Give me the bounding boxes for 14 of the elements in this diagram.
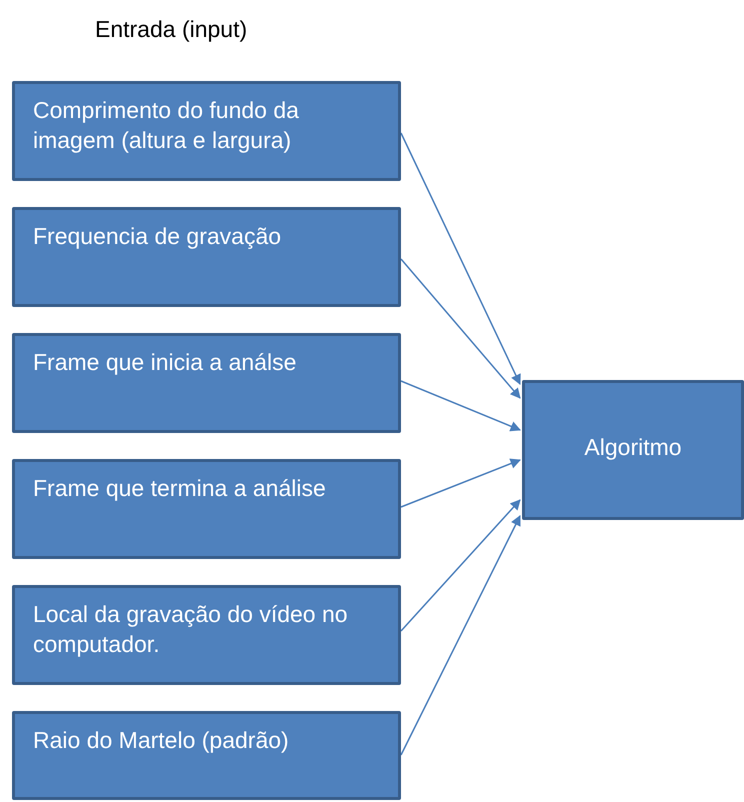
process-box: Raio do Martelo (padrão) [12, 711, 401, 800]
arrow [400, 132, 521, 385]
process-box: Comprimento do fundo da imagem (altura e largura) [12, 81, 401, 181]
arrow [400, 380, 521, 432]
process-box: Frame que termina a análise [12, 459, 401, 559]
title: Entrada (input) [95, 15, 248, 44]
process-box: Frequencia de gravação [12, 207, 401, 307]
process-box: Local da gravação do vídeo no computador. [12, 585, 401, 685]
arrow [400, 458, 521, 508]
process-box: Frame que inicia a análse [12, 333, 401, 433]
arrow [400, 499, 521, 632]
process-box: Algoritmo [522, 380, 744, 520]
arrow [400, 515, 521, 756]
arrow [400, 258, 521, 399]
